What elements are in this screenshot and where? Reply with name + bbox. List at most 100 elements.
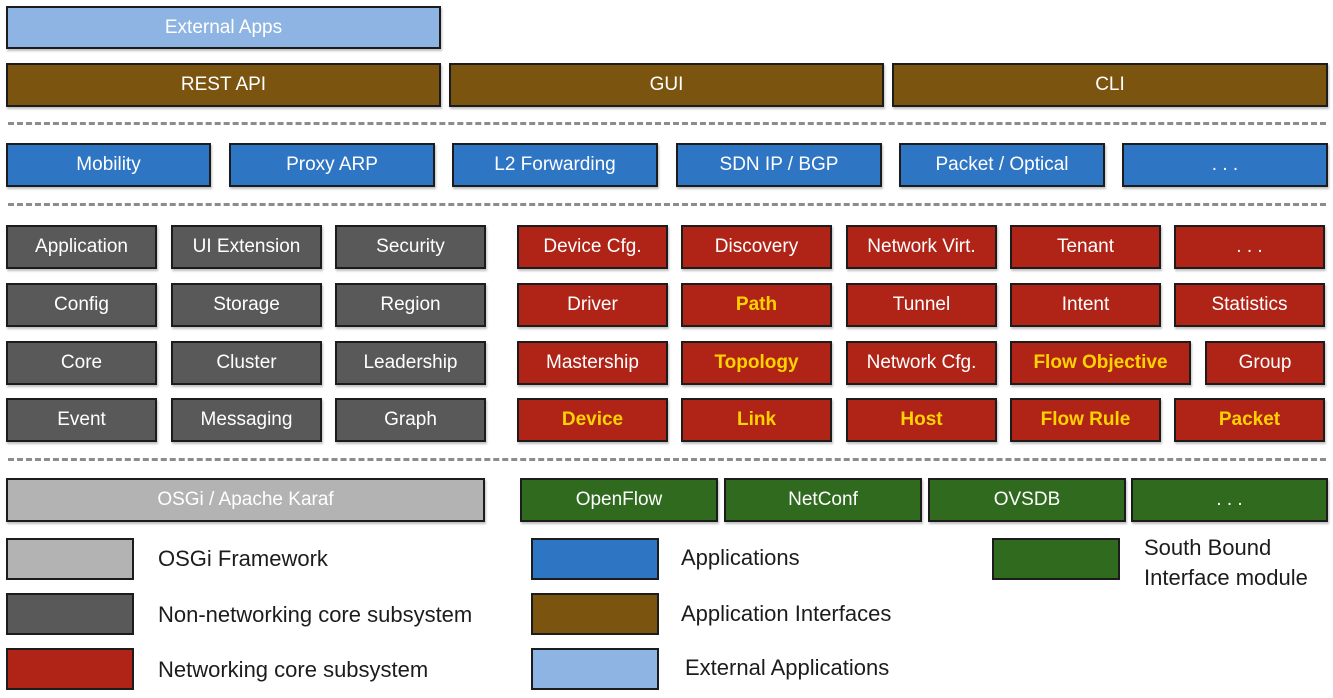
subsystem-label: Cluster	[216, 352, 277, 373]
subsystem-graph: Graph	[335, 398, 486, 442]
subsystem-label: Network Cfg.	[866, 352, 977, 373]
subsystem-label: Application	[35, 236, 128, 257]
subsystem-label: Device Cfg.	[543, 236, 642, 257]
subsystem-label: Device	[561, 409, 624, 430]
subsystem-group: Group	[1205, 341, 1325, 385]
subsystem-label: Topology	[714, 352, 799, 373]
subsystem-label: . . .	[1236, 236, 1263, 257]
legend-swatch-applications	[531, 538, 659, 580]
external-apps-block: External Apps	[6, 6, 441, 49]
subsystem-more: . . .	[1174, 225, 1325, 269]
subsystem-label: Config	[54, 294, 109, 315]
legend-label-southbound-line1: South Bound	[1144, 535, 1272, 560]
southbound-label: NetConf	[788, 489, 858, 510]
legend-label-applications: Applications	[681, 545, 800, 570]
southbound-label: OVSDB	[993, 489, 1061, 510]
app-label: Proxy ARP	[286, 154, 378, 175]
subsystem-label: Messaging	[200, 409, 293, 430]
subsystem-core: Core	[6, 341, 157, 385]
app-more: . . .	[1122, 143, 1328, 187]
app-label: Packet / Optical	[935, 154, 1069, 175]
legend-swatch-osgi	[6, 538, 134, 580]
subsystem-label: Packet	[1218, 409, 1281, 430]
app-proxy-arp: Proxy ARP	[229, 143, 435, 187]
subsystem-mastership: Mastership	[517, 341, 668, 385]
subsystem-leadership: Leadership	[335, 341, 486, 385]
gui-label: GUI	[649, 74, 684, 95]
subsystem-label: Host	[900, 409, 943, 430]
rest-api-label: REST API	[180, 74, 267, 95]
subsystem-label: Link	[736, 409, 777, 430]
cli-block: CLI	[892, 63, 1328, 107]
subsystem-label: Discovery	[714, 236, 799, 257]
legend-swatch-interfaces	[531, 593, 659, 635]
app-label: . . .	[1211, 154, 1239, 175]
subsystem-device-cfg: Device Cfg.	[517, 225, 668, 269]
subsystem-label: Storage	[213, 294, 280, 315]
subsystem-event: Event	[6, 398, 157, 442]
subsystem-discovery: Discovery	[681, 225, 832, 269]
subsystem-tenant: Tenant	[1010, 225, 1161, 269]
subsystem-label: Core	[60, 352, 103, 373]
subsystem-packet: Packet	[1174, 398, 1325, 442]
subsystem-label: Event	[57, 409, 106, 430]
legend-label-southbound-line2: Interface module	[1144, 565, 1308, 590]
subsystem-label: Region	[380, 294, 441, 315]
separator-core	[8, 458, 1326, 461]
subsystem-network-virt: Network Virt.	[846, 225, 997, 269]
subsystem-network-cfg: Network Cfg.	[846, 341, 997, 385]
legend-swatch-southbound	[992, 538, 1120, 580]
southbound-openflow: OpenFlow	[520, 478, 718, 522]
subsystem-label: Driver	[567, 294, 618, 315]
app-sdn-ip-bgp: SDN IP / BGP	[676, 143, 882, 187]
legend-label-interfaces: Application Interfaces	[681, 601, 892, 626]
subsystem-security: Security	[335, 225, 486, 269]
subsystem-statistics: Statistics	[1174, 283, 1325, 327]
osgi-karaf-block: OSGi / Apache Karaf	[6, 478, 485, 522]
subsystem-messaging: Messaging	[171, 398, 322, 442]
separator-interfaces	[8, 122, 1326, 125]
subsystem-driver: Driver	[517, 283, 668, 327]
subsystem-host: Host	[846, 398, 997, 442]
legend-swatch-external	[531, 648, 659, 690]
subsystem-label: Flow Objective	[1033, 352, 1168, 373]
legend-label-osgi: OSGi Framework	[158, 546, 328, 571]
southbound-netconf: NetConf	[724, 478, 922, 522]
subsystem-label: Statistics	[1211, 294, 1288, 315]
subsystem-label: Mastership	[546, 352, 639, 373]
subsystem-flow-rule: Flow Rule	[1010, 398, 1161, 442]
southbound-label: . . .	[1216, 489, 1243, 510]
app-label: L2 Forwarding	[494, 154, 616, 175]
southbound-more: . . .	[1131, 478, 1328, 522]
subsystem-label: Leadership	[363, 352, 458, 373]
subsystem-intent: Intent	[1010, 283, 1161, 327]
subsystem-label: Tunnel	[892, 294, 951, 315]
app-packet-optical: Packet / Optical	[899, 143, 1105, 187]
subsystem-storage: Storage	[171, 283, 322, 327]
subsystem-cluster: Cluster	[171, 341, 322, 385]
subsystem-link: Link	[681, 398, 832, 442]
subsystem-path: Path	[681, 283, 832, 327]
subsystem-label: Network Virt.	[867, 236, 976, 257]
legend-swatch-non-networking	[6, 593, 134, 635]
subsystem-label: UI Extension	[192, 236, 301, 257]
subsystem-device: Device	[517, 398, 668, 442]
app-mobility: Mobility	[6, 143, 211, 187]
subsystem-label: Intent	[1061, 294, 1110, 315]
legend-label-external: External Applications	[685, 655, 890, 680]
app-label: SDN IP / BGP	[719, 154, 839, 175]
subsystem-ui-extension: UI Extension	[171, 225, 322, 269]
cli-label: CLI	[1095, 74, 1125, 95]
osgi-karaf-label: OSGi / Apache Karaf	[157, 489, 334, 510]
legend-label-non-networking: Non-networking core subsystem	[158, 602, 473, 627]
southbound-label: OpenFlow	[575, 489, 663, 510]
legend-swatch-networking	[6, 648, 134, 690]
subsystem-label: Graph	[384, 409, 437, 430]
app-label: Mobility	[76, 154, 141, 175]
subsystem-topology: Topology	[681, 341, 832, 385]
subsystem-label: Security	[376, 236, 445, 257]
rest-api-block: REST API	[6, 63, 441, 107]
subsystem-label: Tenant	[1056, 236, 1115, 257]
gui-block: GUI	[449, 63, 884, 107]
subsystem-label: Flow Rule	[1040, 409, 1131, 430]
